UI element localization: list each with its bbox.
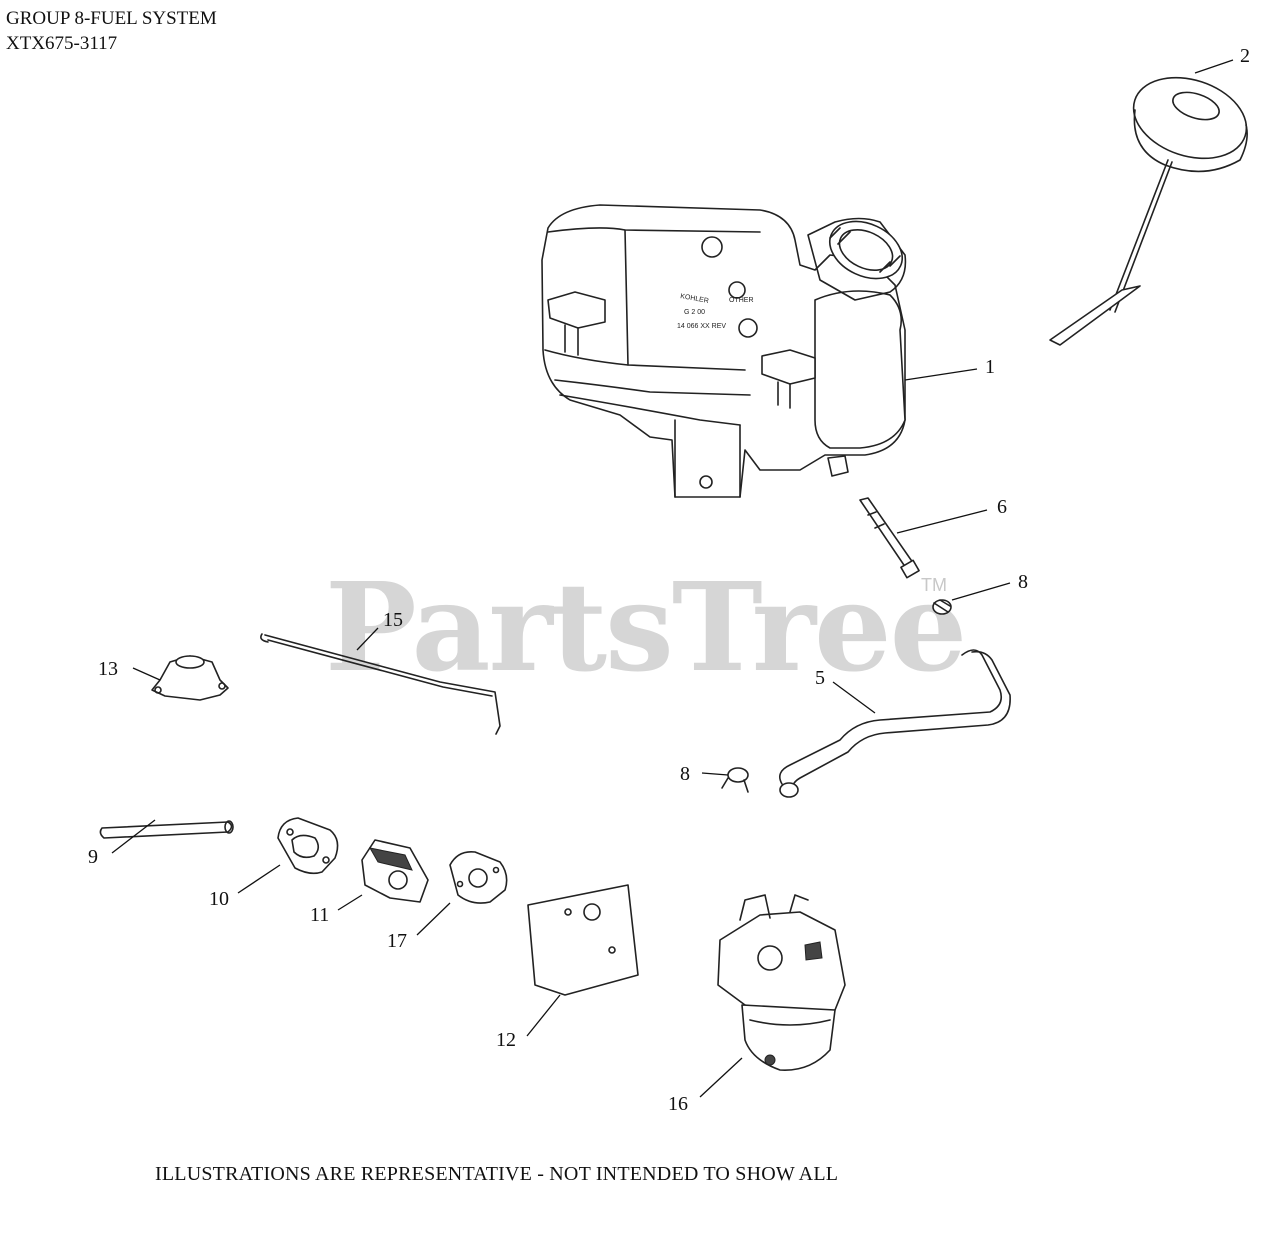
callout-11[interactable]: 11	[310, 904, 329, 926]
model-number: XTX675-3117	[6, 33, 118, 54]
part-17-gasket[interactable]	[449, 850, 508, 904]
part-16-carburetor[interactable]	[717, 894, 846, 1071]
callout-13[interactable]: 13	[98, 658, 118, 680]
part-8-clamp-lower[interactable]	[721, 767, 749, 793]
callout-2[interactable]: 2	[1240, 45, 1250, 67]
callout-8-upper[interactable]: 8	[1018, 571, 1028, 593]
callout-17[interactable]: 17	[387, 930, 407, 952]
diagram-title: GROUP 8-FUEL SYSTEM	[6, 8, 217, 29]
part-2-fuel-cap[interactable]	[1049, 64, 1257, 346]
part-13-solenoid[interactable]	[151, 655, 229, 701]
callout-9[interactable]: 9	[88, 846, 98, 868]
partstree-watermark: PartsTree	[325, 555, 967, 699]
part-9-vent-tube[interactable]	[99, 820, 234, 839]
leader-lines	[111, 59, 1234, 1098]
part-8-clamp-upper[interactable]	[932, 599, 952, 615]
title-block: GROUP 8-FUEL SYSTEM XTX675-3117	[6, 6, 217, 56]
part-12-plate[interactable]	[527, 884, 639, 996]
tank-other-text: OTHER	[729, 297, 754, 304]
tank-brand-text: KOHLER	[680, 293, 710, 305]
callout-16[interactable]: 16	[668, 1093, 688, 1115]
part-15-link-rod[interactable]	[260, 633, 501, 735]
part-5-fuel-line[interactable]	[779, 649, 1011, 798]
part-6-fuel-fitting[interactable]	[859, 497, 920, 579]
tank-code-text: G 2 00	[684, 309, 705, 316]
trademark-mark: TM	[921, 575, 947, 595]
callout-6[interactable]: 6	[997, 496, 1007, 518]
callout-15[interactable]: 15	[383, 609, 403, 631]
callout-8-lower[interactable]: 8	[680, 763, 690, 785]
callout-10[interactable]: 10	[209, 888, 229, 910]
disclaimer-note: ILLUSTRATIONS ARE REPRESENTATIVE - NOT I…	[155, 1163, 839, 1185]
callout-12[interactable]: 12	[496, 1029, 516, 1051]
part-11-spacer[interactable]	[361, 839, 429, 903]
callout-5[interactable]: 5	[815, 667, 825, 689]
part-1-fuel-tank[interactable]: KOHLER OTHER G 2 00 14 066 XX REV	[541, 204, 911, 498]
callout-1[interactable]: 1	[985, 356, 995, 378]
part-10-gasket[interactable]	[277, 817, 339, 875]
tank-partno-text: 14 066 XX REV	[677, 323, 726, 330]
